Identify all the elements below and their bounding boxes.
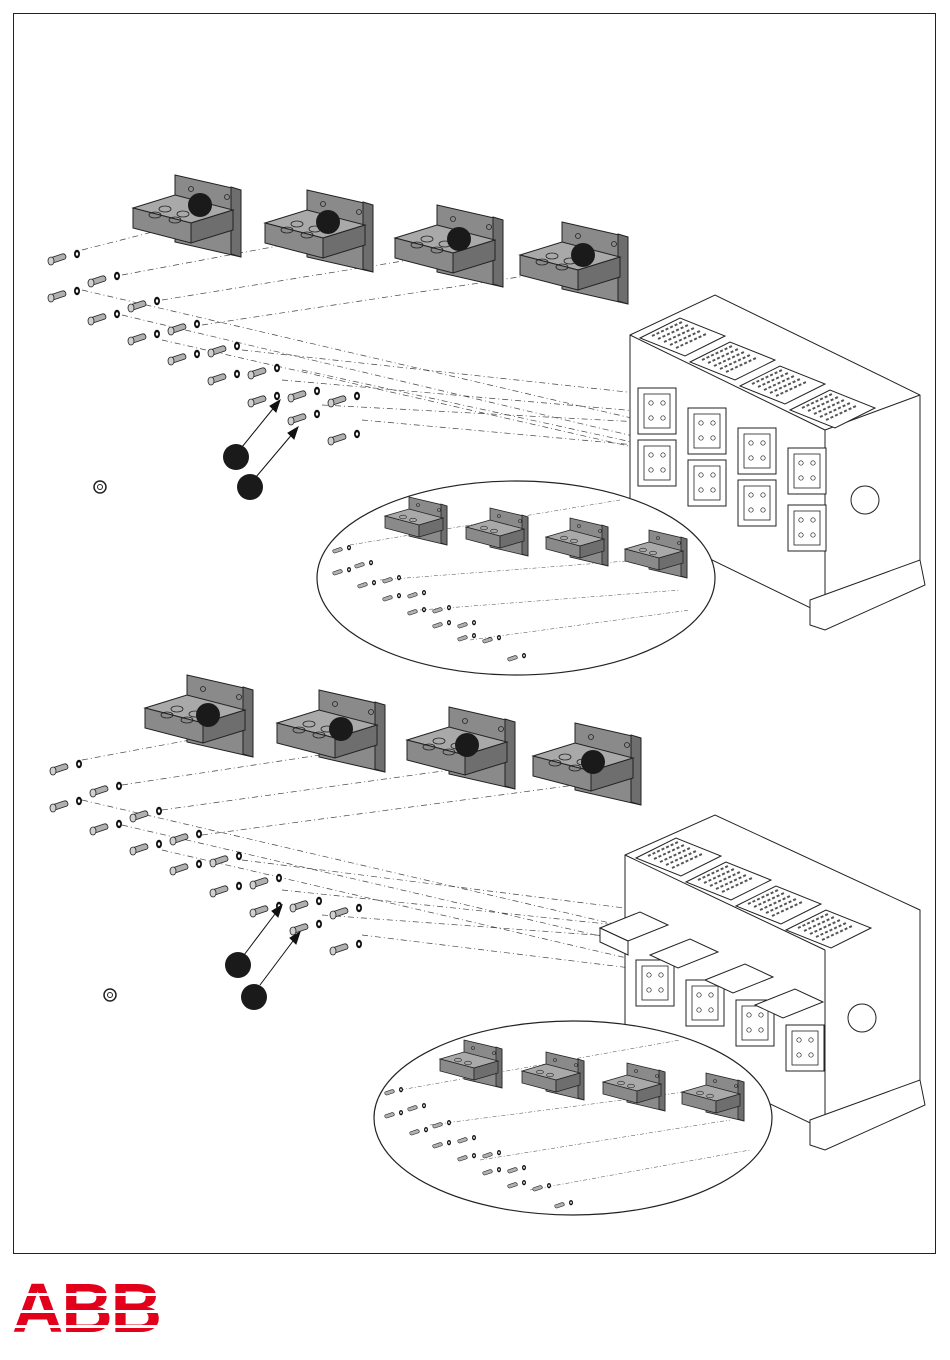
abb-logo: ABB — [12, 1276, 162, 1336]
lower-section — [50, 675, 925, 1215]
hex-wrench-icon — [104, 989, 116, 1001]
callout-dots — [196, 703, 605, 1010]
detail-ellipse — [317, 481, 715, 675]
fastener-set — [50, 760, 362, 955]
terminal-3 — [395, 205, 503, 287]
upper-section — [48, 175, 925, 675]
terminal-4 — [520, 222, 628, 304]
terminal-1 — [133, 175, 241, 257]
terminal-2 — [265, 190, 373, 272]
fastener-set — [48, 250, 360, 445]
hex-wrench-icon — [94, 481, 106, 493]
callout-dots — [188, 193, 595, 500]
detail-ellipse — [374, 1021, 772, 1215]
